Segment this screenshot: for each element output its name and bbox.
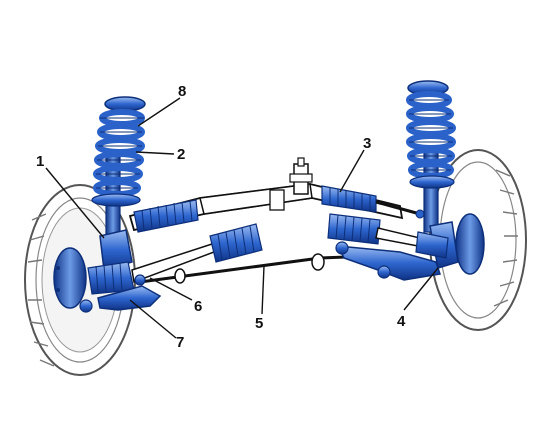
leader-3 [339,149,365,193]
callout-5: 5 [255,315,263,332]
callout-7: 7 [176,334,184,351]
leader-1 [45,167,105,239]
right-coil-spring [406,91,456,179]
right-brake-disc [455,213,485,275]
left-top-mount [104,96,146,112]
steering-input-shaft [289,157,313,195]
right-drive-shaft [327,213,449,259]
leader-7 [129,299,177,339]
right-lower-control-arm [335,241,441,281]
left-ball-joint [134,274,146,286]
callout-2: 2 [177,146,185,163]
callout-3: 3 [363,135,371,152]
leader-2 [135,151,175,155]
callout-8: 8 [178,83,186,100]
left-rack-boot [133,199,199,233]
leader-5 [261,265,265,315]
leader-lines [45,97,439,339]
leader-6 [149,277,193,301]
left-brake-disc [53,247,87,309]
leader-4 [403,267,439,311]
callout-6: 6 [194,298,202,315]
left-drive-shaft [87,223,263,295]
left-lower-control-arm [79,274,162,313]
left-strut-assembly [91,96,146,271]
callout-4: 4 [397,313,406,330]
steering-rack [128,157,425,233]
leader-8 [137,97,181,127]
callout-1: 1 [36,153,44,170]
left-steering-knuckle [99,229,133,271]
left-coil-spring [93,109,145,197]
right-rack-boot [321,185,377,213]
